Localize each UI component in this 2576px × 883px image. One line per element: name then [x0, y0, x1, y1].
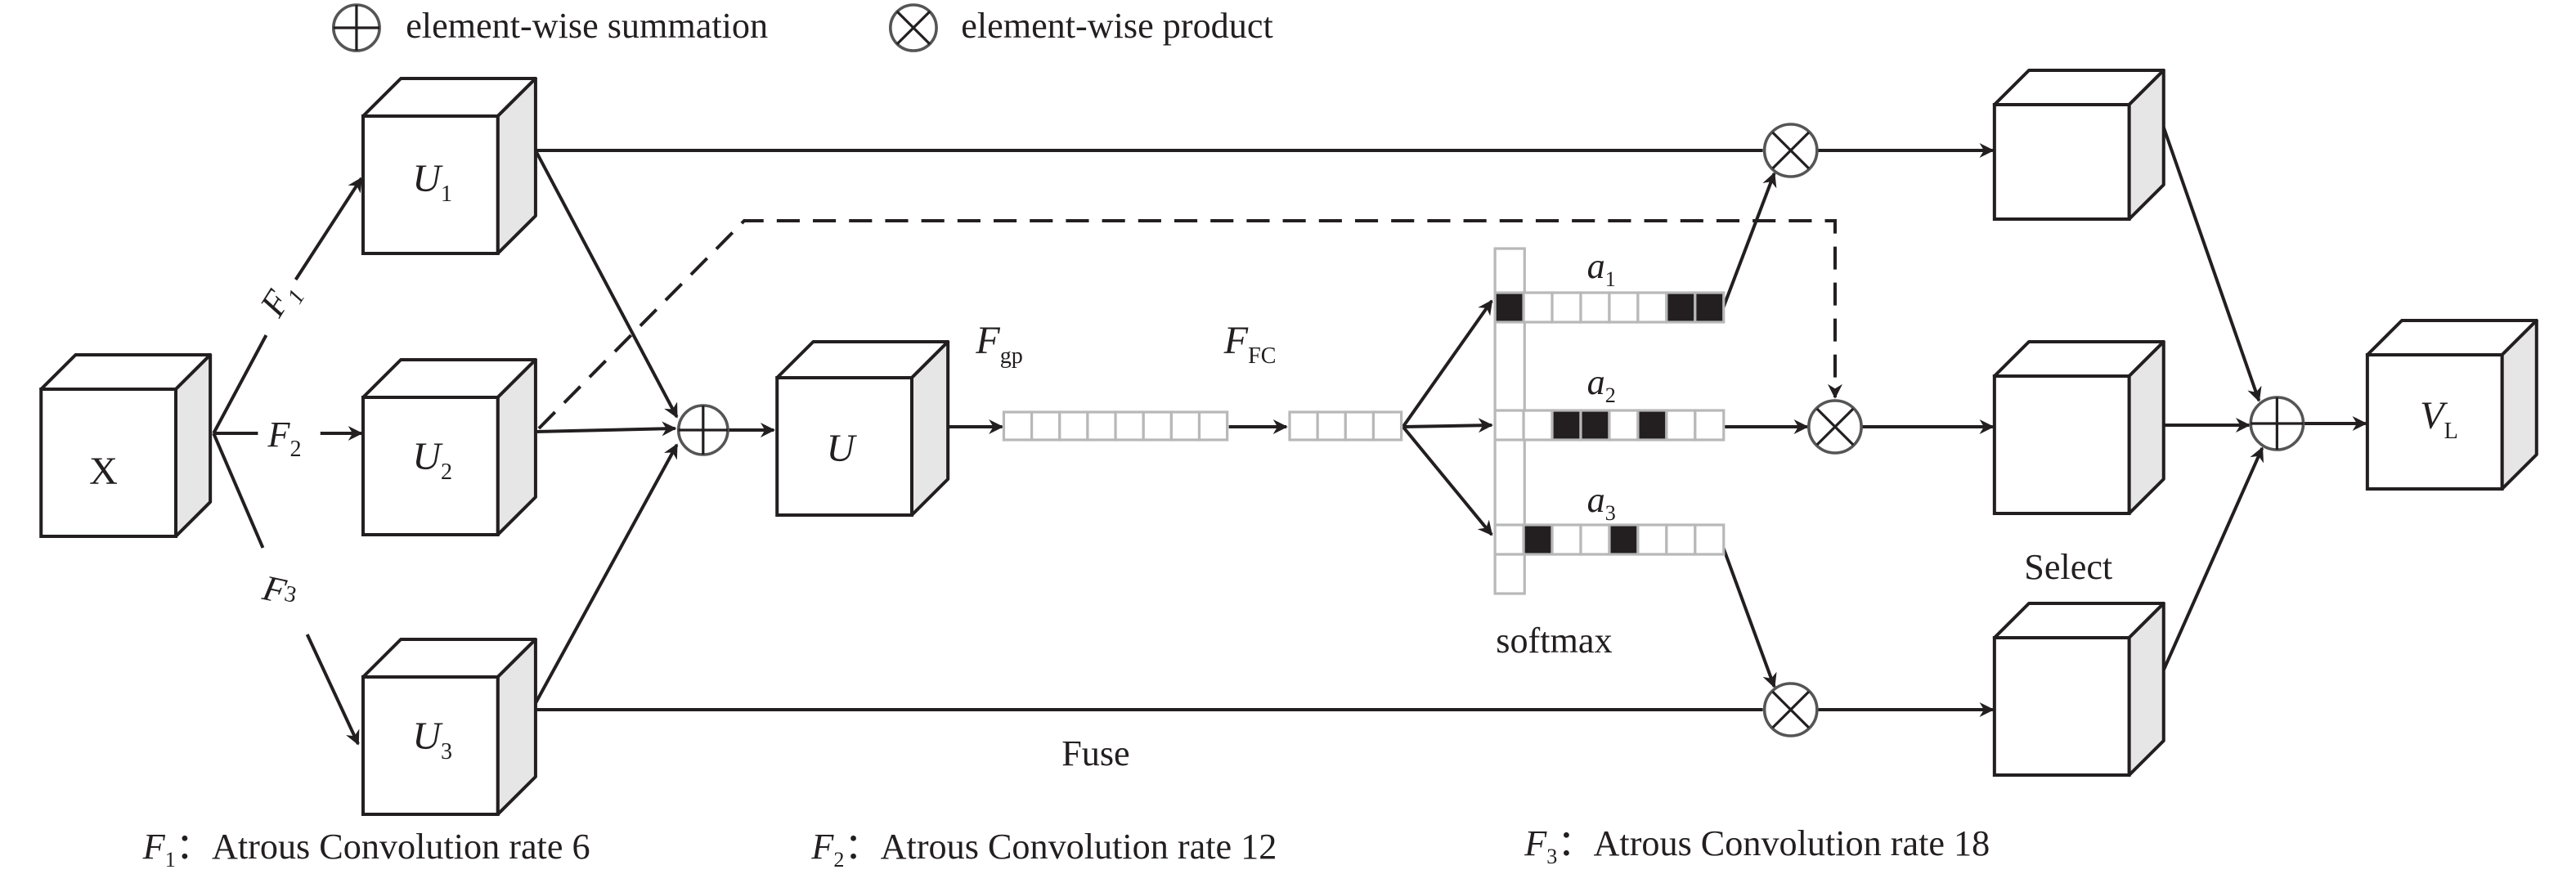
softmax-cell [1694, 409, 1726, 441]
output-vl-block [2365, 319, 2538, 491]
select-block-2 [1992, 340, 2165, 515]
select-block-3 [1992, 602, 2165, 777]
u1-label: U1 [412, 157, 452, 207]
gp-vector-cell [1030, 410, 1061, 441]
edge-f3-upper [212, 433, 265, 549]
edges [212, 122, 2367, 746]
softmax-row-label-2: a2 [1587, 362, 1616, 407]
u2-block [361, 358, 537, 536]
product-operator-3 [1762, 682, 1819, 737]
softmax-cell-active [1551, 409, 1582, 441]
edge-f1-upper [294, 177, 363, 281]
softmax-row-label-1: a1 [1587, 246, 1616, 291]
product-legend-label: element-wise product [961, 6, 1273, 46]
edge-a1-to-product1 [1721, 172, 1777, 308]
softmax-cell [1608, 291, 1640, 324]
softmax-cell [1665, 523, 1697, 556]
footnote-f2: F2：Atrous Convolution rate 12 [810, 827, 1277, 872]
softmax-cell [1493, 409, 1525, 441]
gp-vector-cell [1002, 410, 1034, 441]
sum-legend-icon [332, 3, 381, 52]
edge-u1-to-sum [534, 150, 679, 419]
u2-label: U2 [412, 435, 452, 485]
gp-vector-cell [1197, 410, 1229, 441]
gp-vector-cell [1142, 410, 1173, 441]
u3-label: U3 [412, 715, 452, 764]
f2-edge-label: F2 [267, 415, 301, 462]
fc-vector-label: FFC [1223, 319, 1277, 369]
input-x-block [39, 353, 213, 538]
softmax-cell [1551, 523, 1582, 556]
select-stage-label: Select [2024, 547, 2112, 587]
product-operator-2 [1807, 399, 1863, 455]
edge-fc-to-a1 [1401, 299, 1493, 428]
output-vl-label: VL [2420, 394, 2458, 444]
softmax-cell-active [1493, 291, 1525, 324]
sum-operator-fuse [676, 404, 729, 456]
edge-f1-lower [212, 334, 268, 434]
f3-edge-label: F3 [258, 567, 300, 614]
softmax-cell [1579, 291, 1611, 324]
softmax-cell [1636, 523, 1668, 556]
f1-edge-label: F1 [252, 274, 311, 328]
softmax-row-label-3: a3 [1587, 480, 1616, 525]
u-label: U [826, 427, 857, 470]
softmax-row-2 [1493, 409, 1726, 441]
sum-operator-select [2249, 396, 2305, 451]
edge-select3-to-sum [2160, 446, 2264, 675]
fc-vector-cell [1316, 410, 1347, 441]
u1-block [361, 77, 537, 255]
edge-u2-skip-dashed [537, 219, 1843, 430]
softmax-row-3 [1493, 523, 1726, 556]
softmax-cell-active [1665, 291, 1697, 324]
softmax-cell [1636, 291, 1668, 324]
legend: element-wise summation element-wise prod… [332, 3, 1273, 52]
fuse-stage-label: Fuse [1061, 733, 1129, 773]
gp-vector-cell [1114, 410, 1145, 441]
softmax-cell [1608, 409, 1640, 441]
edge-select1-to-sum [2160, 122, 2262, 402]
softmax-cell-active [1694, 291, 1726, 324]
input-x-label: X [89, 450, 118, 493]
softmax-cell-active [1608, 523, 1640, 556]
edge-a3-to-product3 [1721, 547, 1777, 688]
product-operator-1 [1762, 123, 1819, 178]
sum-legend-label: element-wise summation [406, 6, 768, 46]
softmax-cell [1665, 409, 1697, 441]
product-legend-icon [889, 3, 938, 52]
footnote-f3: F3：Atrous Convolution rate 18 [1524, 823, 1990, 868]
edge-f3-lower [305, 634, 360, 746]
edge-fc-to-a2 [1402, 418, 1493, 433]
gp-vector-cell [1086, 410, 1117, 441]
fc-vector-cell [1371, 410, 1403, 441]
softmax-cell [1493, 523, 1525, 556]
u-block [775, 340, 950, 517]
softmax-cell [1579, 523, 1611, 556]
select-block-1 [1992, 69, 2165, 221]
softmax-cell-active [1522, 523, 1554, 556]
softmax-cell [1522, 291, 1554, 324]
gp-vector [1002, 410, 1229, 441]
fc-vector [1288, 410, 1403, 441]
softmax-label: softmax [1496, 621, 1612, 661]
gp-vector-cell [1058, 410, 1089, 441]
edge-fc-to-a3 [1402, 425, 1493, 536]
softmax-cell [1694, 523, 1726, 556]
edge-u3-to-sum [534, 443, 679, 704]
softmax-cell [1522, 409, 1554, 441]
gp-vector-cell [1169, 410, 1201, 441]
fc-vector-cell [1344, 410, 1376, 441]
edge-u2-to-sum [535, 421, 677, 437]
gp-vector-label: Fgp [975, 319, 1023, 369]
u3-block [361, 638, 537, 816]
softmax-cell [1551, 291, 1582, 324]
softmax-row-1 [1493, 291, 1726, 324]
softmax-cell-active [1579, 409, 1611, 441]
softmax-cell-active [1636, 409, 1668, 441]
footnote-f1: F1：Atrous Convolution rate 6 [142, 827, 590, 872]
fc-vector-cell [1288, 410, 1319, 441]
